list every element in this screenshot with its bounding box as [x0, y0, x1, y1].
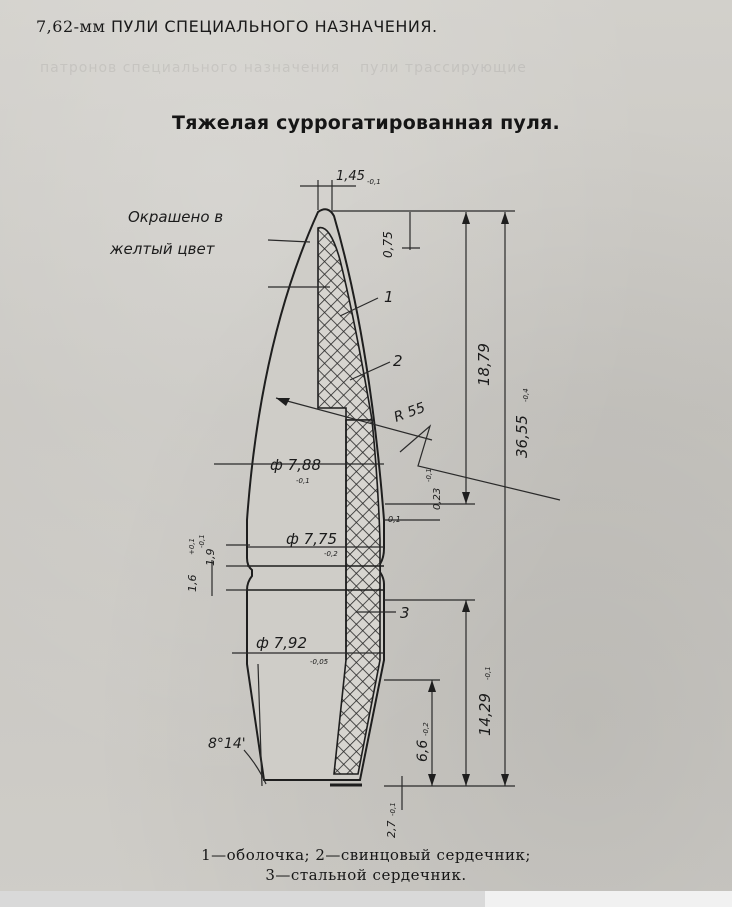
dim-tail-length-tol: -0,1 — [484, 666, 492, 680]
annotation-line-1: Окрашено в — [128, 208, 223, 226]
dim-diameter-792-tol: -0,05 — [310, 658, 329, 666]
dim-base-height-tol: -0,1 — [389, 802, 397, 816]
cannelure-groove — [247, 565, 384, 591]
scan-bottom-bar — [0, 891, 485, 907]
arrowheads — [276, 212, 509, 786]
section-header: 7,62-мм ПУЛИ СПЕЦИАЛЬНОГО НАЗНАЧЕНИЯ. — [36, 17, 438, 36]
dim-boattail-length-tol: -0,2 — [422, 722, 430, 736]
scan-bottom-bar-right — [485, 891, 732, 907]
bleed-through-text: пули трассирующие — [360, 60, 527, 76]
caliber-label: 7,62-мм — [36, 17, 106, 36]
dim-overall-length: 36,55 — [513, 415, 531, 458]
page-title: Тяжелая суррогатированная пуля. — [172, 112, 560, 134]
dim-tip-width-tol: -0,1 — [367, 178, 381, 186]
dim-diameter-775-tol: -0,2 — [324, 550, 338, 558]
legend-line-1: 1—оболочка; 2—свинцовый сердечник; — [201, 846, 531, 864]
dim-groove-offset-tol: +0,1 — [188, 538, 196, 555]
dim-step-height: 0,23 — [432, 488, 443, 510]
dim-ogive-length: 18,79 — [475, 343, 493, 386]
dim-diameter-792: ф 7,92 — [256, 634, 307, 652]
dim-diameter-788-tol: -0,1 — [296, 477, 310, 485]
callout-2: 2 — [393, 352, 403, 370]
dim-tip-height: 0,75 — [381, 231, 395, 258]
dim-small-step: 0,1 — [388, 515, 401, 524]
callout-3: 3 — [400, 604, 410, 622]
dimension-lines — [211, 180, 561, 810]
legend-line-2: 3—стальной сердечник. — [265, 866, 467, 884]
callout-1: 1 — [384, 288, 394, 306]
dim-groove-width-tol: -0,1 — [198, 534, 206, 548]
section-header-text: ПУЛИ СПЕЦИАЛЬНОГО НАЗНАЧЕНИЯ. — [111, 17, 438, 36]
dim-boattail-length: 6,6 — [415, 740, 431, 762]
bleed-through-text: патронов специального назначения — [40, 60, 341, 76]
dim-base-height: 2,7 — [385, 821, 398, 839]
dim-boattail-angle: 8°14' — [208, 736, 246, 752]
dim-overall-length-tol: -0,4 — [522, 388, 530, 402]
annotation-line-2: желтый цвет — [109, 240, 216, 258]
dim-step-height-tol: -0,1 — [425, 468, 433, 482]
dim-diameter-775: ф 7,75 — [286, 530, 337, 548]
dim-tail-length: 14,29 — [476, 693, 494, 736]
dim-groove-offset: 1,6 — [186, 575, 199, 593]
dim-diameter-788: ф 7,88 — [270, 456, 321, 474]
steel-core — [333, 419, 381, 775]
dim-radius: R 55 — [392, 400, 428, 426]
dim-tip-width: 1,45 — [336, 169, 365, 184]
dim-groove-width: 1,9 — [204, 549, 217, 567]
